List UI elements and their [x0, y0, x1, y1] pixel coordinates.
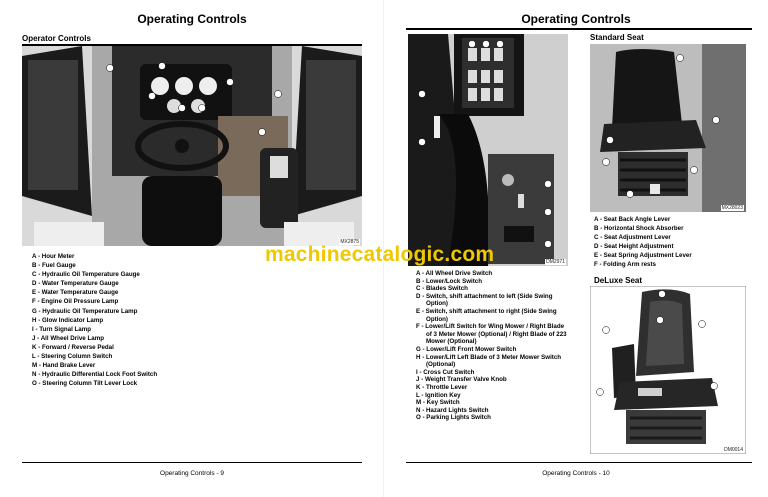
legend-item: F - Lower/Lift Switch for Wing Mower / R… — [416, 323, 565, 331]
legend-item: C - Blades Switch — [416, 285, 468, 293]
footer-rule — [406, 462, 752, 463]
legend-item: A - All Wheel Drive Switch — [416, 270, 493, 277]
left-page: Operating Controls Operator Controls — [22, 12, 362, 477]
legend-item: L - Steering Column Switch — [32, 353, 113, 361]
legend-item: E - Water Temperature Gauge — [32, 289, 119, 297]
footer-rule — [22, 462, 362, 463]
page-title: Operating Controls — [521, 12, 631, 26]
standard-seat-photo: MX28023 — [590, 44, 746, 212]
photo-code: MX2875 — [339, 239, 360, 245]
legend-item: F - Folding Arm rests — [594, 261, 656, 269]
legend-item: N - Hazard Lights Switch — [416, 406, 489, 414]
legend-item: Option) — [426, 300, 448, 308]
legend-item: B - Lower/Lock Switch — [416, 277, 483, 285]
legend-item: N - Hydraulic Differential Lock Foot Swi… — [32, 371, 158, 379]
section-heading: Operator Controls — [22, 34, 91, 43]
photo-code: MX28023 — [720, 205, 744, 211]
standard-seat-legend: A - Seat Back Angle Lever B - Horizontal… — [594, 215, 692, 270]
operator-controls-photo: MX2875 — [22, 46, 362, 246]
legend-item: D - Water Temperature Gauge — [32, 280, 119, 288]
legend-item: H - Glow Indicator Lamp — [32, 316, 104, 324]
legend-item: D - Switch, shift attachment to left (Si… — [416, 292, 553, 300]
legend-item: D - Seat Height Adjustment — [594, 243, 674, 251]
legend-item: B - Horizontal Shock Absorber — [594, 225, 684, 233]
legend-item: J - Weight Transfer Valve Knob — [416, 376, 507, 384]
legend-item: I - Turn Signal Lamp — [32, 325, 92, 333]
deluxe-seat-photo: DM0014 — [590, 286, 746, 454]
legend-item: G - Hydraulic Oil Temperature Lamp — [32, 307, 138, 315]
legend-item: H - Lower/Lift Left Blade of 3 Meter Mow… — [416, 353, 562, 361]
legend-item: I - Cross Cut Switch — [416, 368, 475, 376]
photo-code: DM0014 — [723, 447, 744, 453]
title-rule — [406, 28, 752, 30]
legend-item: C - Seat Adjustment Lever — [594, 234, 671, 242]
right-page: Operating Controls DM297 — [384, 0, 768, 497]
legend-item: O - Parking Lights Switch — [416, 414, 491, 422]
operator-controls-legend: A - Hour Meter B - Fuel Gauge C - Hydrau… — [32, 252, 157, 388]
legend-item: L - Ignition Key — [416, 391, 461, 399]
legend-item: M - Key Switch — [416, 399, 460, 407]
legend-item: K - Forward / Reverse Pedal — [32, 343, 114, 351]
legend-item: A - Hour Meter — [32, 253, 75, 260]
legend-item: K - Throttle Lever — [416, 383, 468, 391]
console-legend: A - All Wheel Drive Switch B - Lower/Loc… — [416, 270, 567, 422]
photo-code: DM2971 — [545, 259, 566, 265]
legend-item: O - Steering Column Tilt Lever Lock — [32, 380, 138, 388]
deluxe-seat-heading: DeLuxe Seat — [594, 276, 643, 285]
page-footer: Operating Controls - 10 — [542, 470, 610, 477]
legend-item: E - Switch, shift attachment to right (S… — [416, 307, 557, 315]
legend-item: F - Engine Oil Pressure Lamp — [32, 298, 119, 306]
legend-item: Option) — [426, 315, 448, 323]
legend-item: B - Fuel Gauge — [32, 262, 76, 270]
section-rule — [22, 44, 362, 46]
legend-item: E - Seat Spring Adjustment Lever — [594, 252, 692, 260]
legend-item: (Optional) — [426, 361, 456, 369]
page-footer: Operating Controls - 9 — [160, 470, 224, 477]
watermark-text: machinecatalogic.com — [265, 243, 495, 266]
legend-item: C - Hydraulic Oil Temperature Gauge — [32, 271, 140, 279]
legend-item: Mower (Optional) — [426, 338, 477, 346]
legend-item: M - Hand Brake Lever — [32, 362, 96, 370]
standard-seat-heading: Standard Seat — [590, 33, 644, 42]
legend-item: J - All Wheel Drive Lamp — [32, 334, 104, 342]
legend-item: G - Lower/Lift Front Mower Switch — [416, 345, 517, 353]
legend-item: of 3 Meter Mower (Optional) / Right Blad… — [426, 330, 567, 338]
legend-item: A - Seat Back Angle Lever — [594, 216, 671, 223]
page-title: Operating Controls — [137, 12, 247, 26]
console-photo: DM2971 — [408, 34, 568, 266]
